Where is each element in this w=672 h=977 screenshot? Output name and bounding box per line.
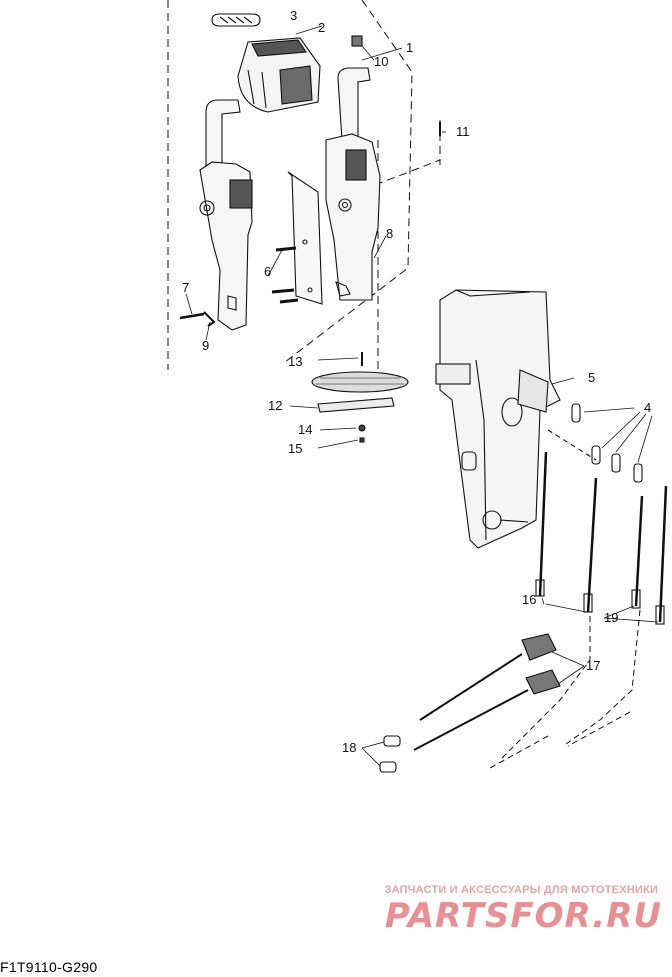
callout-15: 15 bbox=[288, 441, 302, 456]
callout-3: 3 bbox=[290, 8, 297, 23]
callout-1: 1 bbox=[406, 40, 413, 55]
callout-17: 17 bbox=[586, 658, 600, 673]
bolt-pin bbox=[179, 311, 216, 327]
control-box bbox=[435, 289, 561, 549]
cable-connectors bbox=[413, 633, 561, 751]
callout-14: 14 bbox=[298, 422, 312, 437]
washer-part bbox=[359, 437, 365, 443]
cover-housing bbox=[237, 37, 321, 113]
cable-routes bbox=[489, 609, 641, 769]
callout-12: 12 bbox=[268, 398, 282, 413]
callout-8: 8 bbox=[386, 226, 393, 241]
right-lever bbox=[325, 67, 381, 301]
nut-part bbox=[358, 424, 366, 432]
small-block-part bbox=[351, 35, 363, 47]
grip-part bbox=[211, 13, 261, 27]
callout-19: 19 bbox=[604, 610, 618, 625]
bolt-set bbox=[271, 246, 299, 304]
cable-end-fittings bbox=[379, 735, 401, 773]
callout-5: 5 bbox=[588, 370, 595, 385]
watermark-logo: PARTSFOR.RU bbox=[384, 896, 662, 936]
leader-lines bbox=[185, 25, 659, 767]
callout-16: 16 bbox=[522, 592, 536, 607]
left-lever bbox=[199, 99, 253, 331]
callout-2: 2 bbox=[318, 20, 325, 35]
callout-7: 7 bbox=[182, 280, 189, 295]
gasket-part bbox=[311, 371, 409, 413]
callout-10: 10 bbox=[374, 54, 388, 69]
callout-labels: 1 2 3 10 11 8 6 7 9 5 4 13 12 14 15 16 1… bbox=[182, 8, 651, 755]
watermark-tagline: ЗАПЧАСТИ И АКСЕССУАРЫ ДЛЯ МОТОТЕХНИКИ bbox=[384, 884, 658, 896]
callout-9: 9 bbox=[202, 338, 209, 353]
callout-4: 4 bbox=[644, 400, 651, 415]
callout-18: 18 bbox=[342, 740, 356, 755]
reference-code: F1T9110-G290 bbox=[0, 959, 98, 975]
callout-13: 13 bbox=[288, 354, 302, 369]
callout-11: 11 bbox=[456, 124, 470, 139]
rod-ends bbox=[571, 403, 643, 483]
center-plate bbox=[287, 171, 323, 305]
callout-6: 6 bbox=[264, 264, 271, 279]
cable-set-left bbox=[535, 429, 598, 613]
cable-set-right bbox=[631, 485, 668, 625]
